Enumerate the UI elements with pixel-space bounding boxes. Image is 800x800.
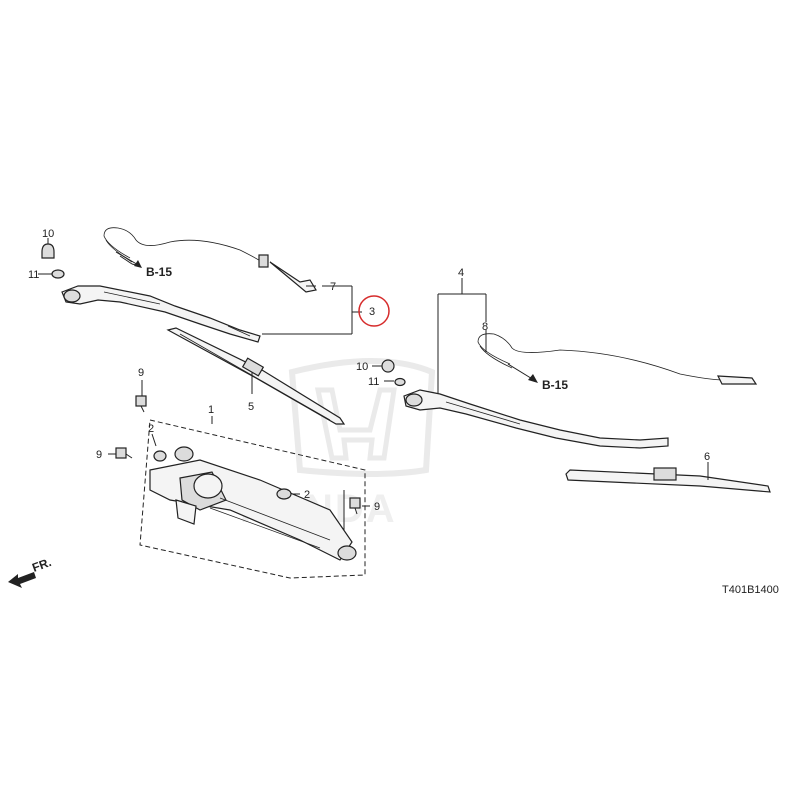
callout-7: 7 xyxy=(330,281,336,293)
wiper-linkage-assembly xyxy=(139,419,366,579)
callout-2-a: 2 xyxy=(148,423,154,435)
diagram-code: T401B1400 xyxy=(722,584,779,596)
callout-6: 6 xyxy=(704,451,710,463)
callout-9-a: 9 xyxy=(138,367,144,379)
bolt-9-b xyxy=(115,447,133,459)
callout-9-c: 9 xyxy=(374,501,380,513)
callout-8: 8 xyxy=(482,321,488,333)
callout-11-right: 11 xyxy=(368,376,379,388)
washer-tube-left xyxy=(103,227,317,293)
callout-10-left: 10 xyxy=(42,228,54,240)
ref-label-left: B-15 xyxy=(146,265,172,279)
ref-arrow-left xyxy=(115,251,142,268)
leader-lines xyxy=(38,238,709,530)
callout-11-left: 11 xyxy=(28,269,39,281)
wiper-arm-right xyxy=(381,359,669,449)
cap-nut-left xyxy=(41,243,65,279)
callout-4: 4 xyxy=(458,267,464,279)
callout-5: 5 xyxy=(248,401,254,413)
front-direction-arrow-icon xyxy=(8,572,36,588)
callout-1: 1 xyxy=(208,404,214,416)
wiper-arm-left xyxy=(61,285,261,343)
ref-label-right: B-15 xyxy=(542,378,568,392)
wiper-blade-left xyxy=(166,327,346,425)
washer-tube-right xyxy=(477,333,758,385)
wiper-blade-right xyxy=(565,467,771,493)
callout-2-b: 2 xyxy=(304,489,310,501)
direction-label: FR. xyxy=(30,555,53,575)
callout-10-right: 10 xyxy=(356,361,368,373)
bolt-9-c xyxy=(349,497,361,515)
callout-9-b: 9 xyxy=(96,449,102,461)
bolt-9-a xyxy=(135,395,147,413)
ref-arrow-right xyxy=(507,363,538,383)
highlight-circle xyxy=(358,295,390,327)
callout-3[interactable]: 3 xyxy=(369,306,375,318)
